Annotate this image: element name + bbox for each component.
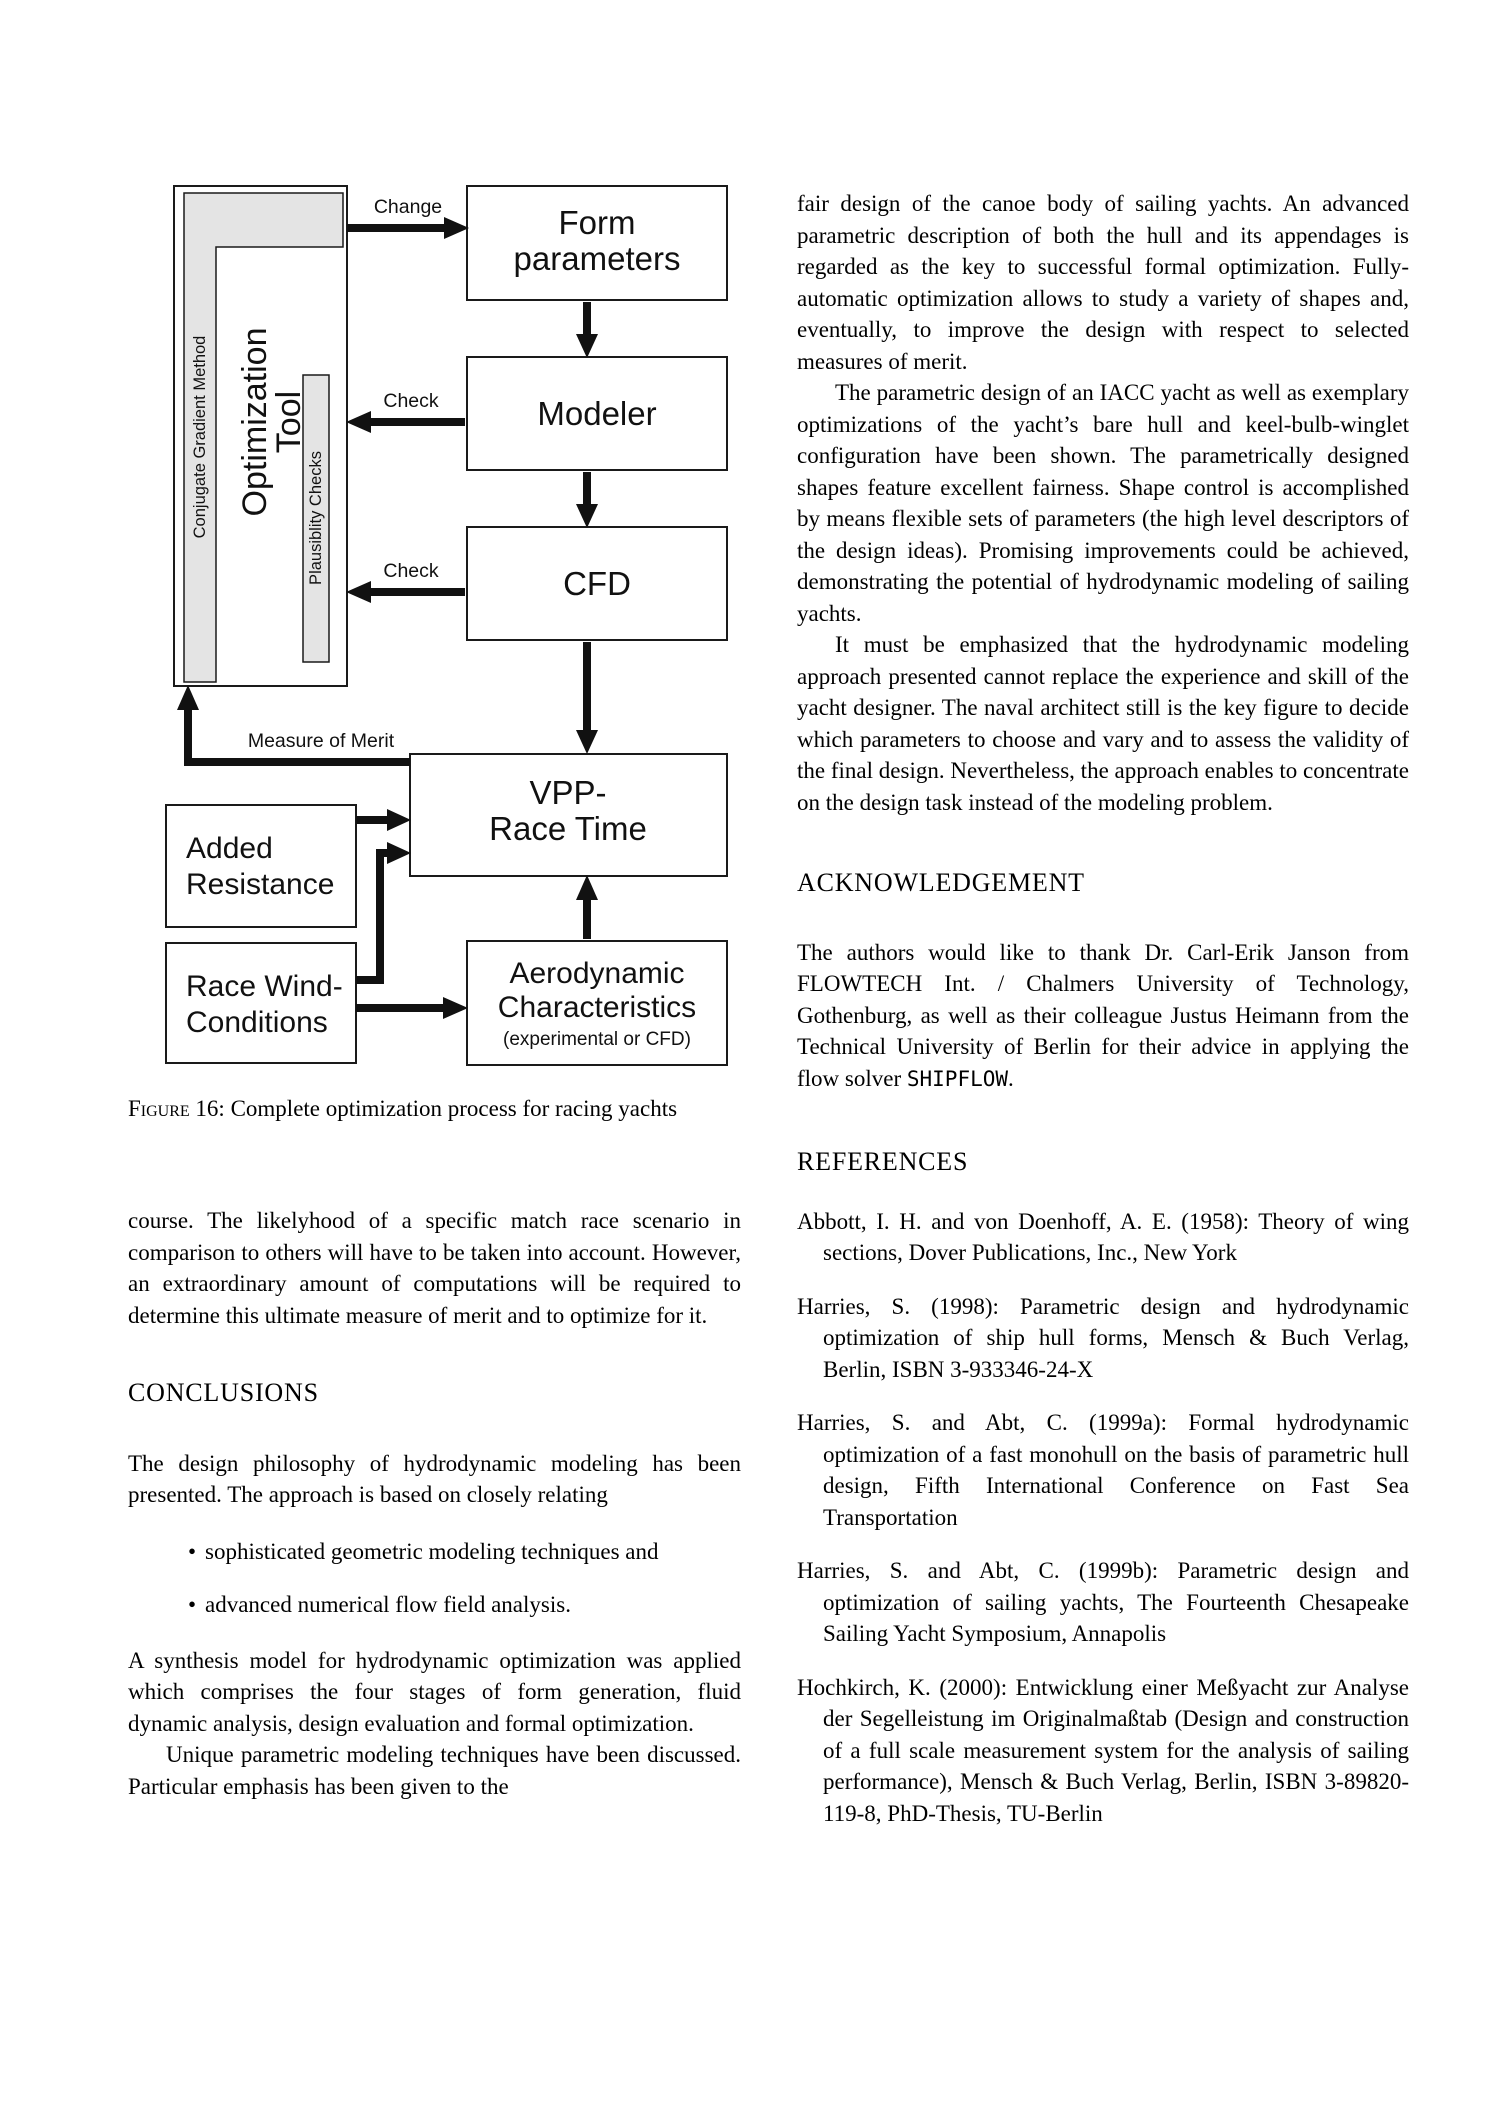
conclusions-bullet-list: • sophisticated geometric modeling techn… bbox=[128, 1536, 741, 1621]
optimization-process-figure: Form parameters Modeler CFD VPP- Race Ti… bbox=[165, 185, 728, 1066]
list-item: • advanced numerical flow field analysis… bbox=[128, 1589, 741, 1621]
plausibility-checks-strip bbox=[302, 374, 330, 663]
measure-of-merit-arrowhead bbox=[177, 685, 199, 710]
figure-caption: Figure 16: Complete optimization process… bbox=[128, 1092, 741, 1125]
optimization-tool-label2: Tool bbox=[270, 391, 308, 453]
modeler-to-cfd-arrowhead bbox=[576, 504, 598, 528]
aerodynamic-label2: Characteristics bbox=[498, 991, 696, 1024]
cfd-to-vpp-arrowhead bbox=[576, 730, 598, 754]
cfd-check-arrowhead bbox=[346, 581, 371, 603]
ack-text: The authors would like to thank Dr. Carl… bbox=[797, 939, 1409, 1091]
form-parameters-box bbox=[466, 185, 728, 301]
change-arrow-label: Change bbox=[374, 196, 442, 218]
form-parameters-label2: parameters bbox=[514, 240, 681, 277]
race-to-aero-arrowhead bbox=[443, 997, 468, 1019]
plausibility-checks-label: Plausiblity Checks bbox=[307, 451, 325, 585]
modeler-check-arrowhead bbox=[346, 411, 371, 433]
added-resistance-box bbox=[165, 804, 357, 928]
figure-caption-text: Complete optimization process for racing… bbox=[230, 1096, 678, 1121]
acknowledgement-heading: ACKNOWLEDGEMENT bbox=[797, 868, 1085, 897]
conjugate-gradient-band bbox=[183, 192, 344, 683]
reference-entry: Harries, S. and Abt, C. (1999b): Paramet… bbox=[797, 1558, 1409, 1646]
list-item: • sophisticated geometric modeling techn… bbox=[128, 1536, 741, 1568]
measure-of-merit-arrow-shaft bbox=[184, 710, 410, 766]
figure-arrowheads bbox=[177, 217, 598, 1019]
paragraph-course: course. The likelyhood of a specific mat… bbox=[128, 1208, 741, 1328]
bullet-text: advanced numerical flow field analysis. bbox=[205, 1592, 571, 1617]
optimization-tool-label: Optimization bbox=[236, 328, 274, 517]
figure-caption-label: Figure 16: bbox=[128, 1096, 231, 1121]
modeler-label: Modeler bbox=[537, 395, 656, 432]
right-column: fair design of the canoe body of sailing… bbox=[797, 188, 1409, 1829]
references-heading: REFERENCES bbox=[797, 1147, 969, 1176]
paragraph-design-philosophy: The design philosophy of hydrodynamic mo… bbox=[128, 1450, 741, 1508]
aerodynamic-characteristics-box bbox=[466, 940, 728, 1066]
race-wind-label2: Conditions bbox=[186, 1006, 328, 1039]
form-to-modeler-arrowhead bbox=[576, 334, 598, 358]
added-resistance-label: Added bbox=[186, 832, 273, 865]
paragraph-synthesis-model: A synthesis model for hydrodynamic optim… bbox=[128, 1647, 741, 1736]
check-arrow-label-2: Check bbox=[383, 560, 439, 582]
vpp-race-time-box bbox=[409, 753, 728, 877]
race-wind-conditions-box bbox=[165, 942, 357, 1064]
bullet-text: sophisticated geometric modeling techniq… bbox=[205, 1538, 659, 1564]
added-to-vpp-arrowhead bbox=[387, 809, 411, 831]
race-wind-label: Race Wind- bbox=[186, 970, 343, 1003]
modeler-box bbox=[466, 356, 728, 471]
check-arrow-label-1: Check bbox=[383, 390, 439, 412]
race-to-vpp-arrow-shaft bbox=[356, 849, 387, 984]
conclusions-heading: CONCLUSIONS bbox=[128, 1378, 319, 1407]
vpp-label2: Race Time bbox=[489, 810, 647, 847]
paragraph-fair-design: fair design of the canoe body of sailing… bbox=[797, 191, 1409, 374]
measure-of-merit-label: Measure of Merit bbox=[248, 730, 395, 752]
race-to-vpp-arrowhead bbox=[387, 842, 411, 864]
added-resistance-label2: Resistance bbox=[186, 868, 334, 901]
conjugate-gradient-label: Conjugate Gradient Method bbox=[191, 336, 209, 539]
aerodynamic-label3: (experimental or CFD) bbox=[503, 1029, 691, 1050]
figure-arrows bbox=[184, 224, 591, 1012]
vpp-label: VPP- bbox=[529, 774, 606, 811]
form-parameters-label: Form bbox=[559, 204, 636, 241]
aerodynamic-label: Aerodynamic bbox=[509, 957, 684, 990]
ack-text-end: . bbox=[1008, 1065, 1014, 1091]
shipflow-solver-name: SHIPFLOW bbox=[906, 1066, 1009, 1091]
paragraph-emphasized: It must be emphasized that the hydrodyna… bbox=[797, 632, 1409, 815]
paragraph-iacc-yacht: The parametric design of an IACC yacht a… bbox=[797, 380, 1409, 626]
reference-entry: Abbott, I. H. and von Doenhoff, A. E. (1… bbox=[797, 1208, 1409, 1266]
left-column: course. The likelyhood of a specific mat… bbox=[128, 1205, 741, 1802]
reference-entry: Harries, S. (1998): Parametric design an… bbox=[797, 1293, 1409, 1382]
reference-entry: Hochkirch, K. (2000): Entwicklung einer … bbox=[797, 1674, 1409, 1826]
bullet-icon: • bbox=[188, 1538, 197, 1564]
paragraph-acknowledgement: The authors would like to thank Dr. Carl… bbox=[797, 937, 1409, 1096]
change-arrowhead bbox=[444, 217, 469, 239]
paragraph-unique-parametric: Unique parametric modeling techniques ha… bbox=[128, 1742, 741, 1799]
bullet-icon: • bbox=[188, 1592, 197, 1617]
cfd-box bbox=[466, 526, 728, 641]
reference-entry: Harries, S. and Abt, C. (1999a): Formal … bbox=[797, 1410, 1409, 1530]
aero-to-vpp-arrowhead bbox=[576, 875, 598, 900]
cfd-label: CFD bbox=[563, 565, 631, 602]
